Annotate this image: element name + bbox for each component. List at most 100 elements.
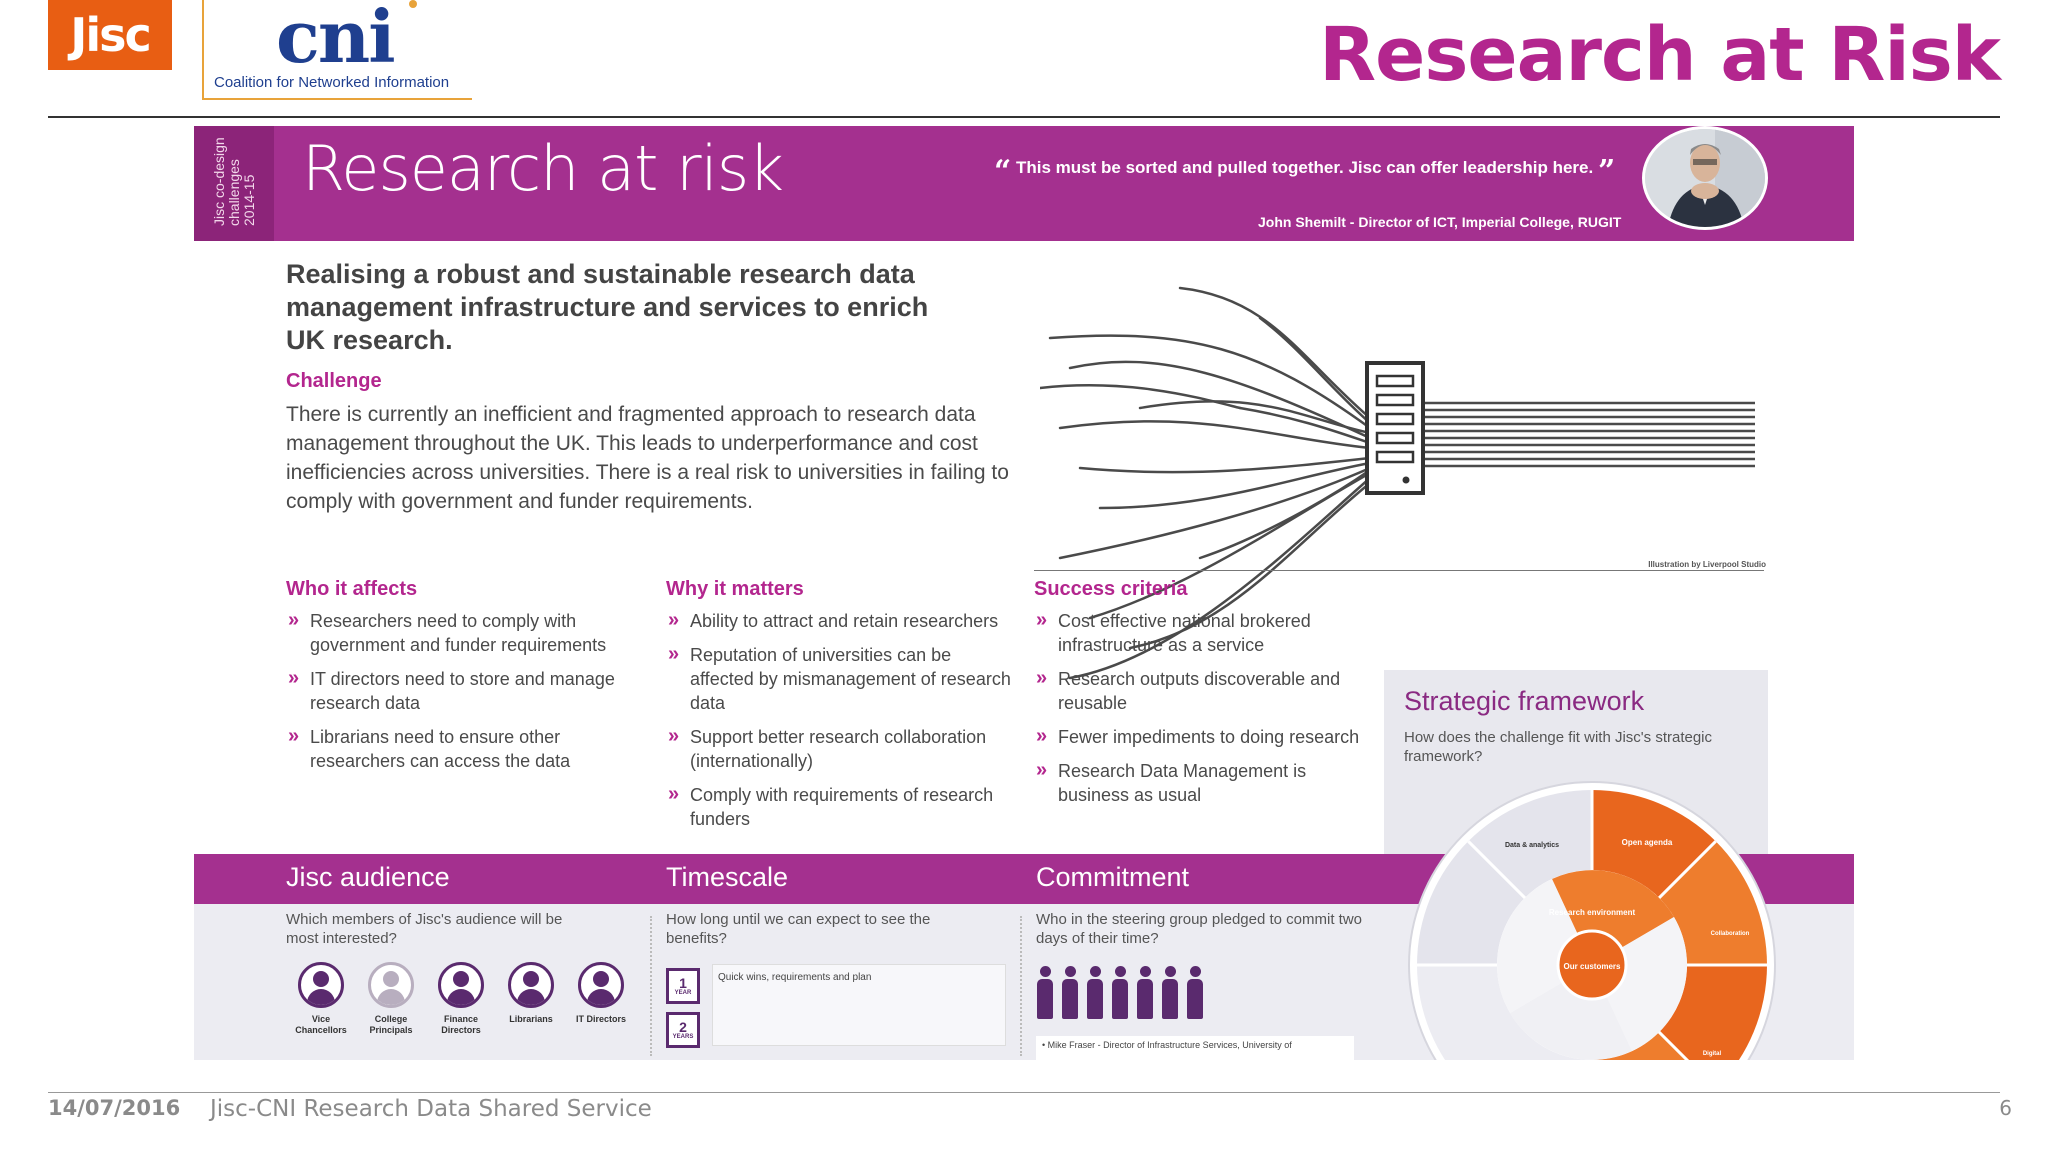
success-criteria-list: Cost effective national brokered infrast…	[1034, 608, 1374, 807]
lead-statement: Realising a robust and sustainable resea…	[286, 259, 929, 355]
timescale-subtitle: How long until we can expect to see the …	[666, 911, 931, 947]
calendar-unit: YEARS	[672, 1034, 694, 1040]
person-label: Finance Directors	[441, 1014, 481, 1035]
why-it-matters-heading: Why it matters	[666, 578, 804, 600]
wheel-center-label: Our customers	[1564, 962, 1621, 971]
footer-divider	[48, 1092, 2000, 1093]
footer-title: Jisc-CNI Research Data Shared Service	[210, 1096, 652, 1122]
jisc-logo: Jisc	[48, 0, 172, 70]
wheel-label: Collaboration	[1711, 931, 1750, 937]
cni-logo: cni Coalition for Networked Information	[202, 0, 472, 100]
vertical-tab: Jisc co-design challenges 2014-15	[194, 126, 274, 241]
person-label: College Principals	[369, 1014, 413, 1035]
who-it-affects-list: Researchers need to comply with governme…	[286, 608, 626, 773]
cni-logo-dot	[409, 0, 417, 8]
quote-text: This must be sorted and pulled together.…	[1016, 158, 1594, 177]
who-it-affects-heading: Who it affects	[286, 578, 418, 600]
list-item: Research outputs discoverable and reusab…	[1034, 666, 1374, 715]
quote-open-mark: “	[994, 154, 1012, 189]
commitment-heading: Commitment	[1036, 862, 1190, 892]
list-item: Fewer impediments to doing research	[1034, 724, 1374, 749]
column-divider	[1020, 916, 1022, 1056]
timescale-note-box	[712, 964, 1006, 1046]
calendar-icon-1-year: 1 YEAR	[666, 968, 700, 1004]
list-item: Researchers need to comply with governme…	[286, 608, 626, 657]
illustration-credit: Illustration by Liverpool Studio	[1648, 560, 1766, 569]
person-icon	[578, 962, 624, 1008]
calendar-icon-2-years: 2 YEARS	[666, 1012, 700, 1048]
list-item: Ability to attract and retain researcher…	[666, 608, 1016, 633]
audience-icons: Vice Chancellors College Principals Fina…	[286, 962, 626, 1052]
wheel-center	[1556, 929, 1628, 1001]
commitment-note: • Mike Fraser - Director of Infrastructu…	[1036, 1036, 1354, 1060]
quote-line: “ This must be sorted and pulled togethe…	[994, 154, 1615, 189]
footer-date: 14/07/2016	[48, 1096, 181, 1120]
who-it-affects-section: Who it affects Researchers need to compl…	[286, 578, 626, 783]
list-item: Comply with requirements of research fun…	[666, 782, 1016, 831]
person-icon	[298, 962, 344, 1008]
calendar-number: 2	[679, 1019, 687, 1035]
person-label: IT Directors	[575, 1014, 626, 1024]
list-item: Research Data Management is business as …	[1034, 758, 1374, 807]
illustration-divider	[1034, 570, 1764, 571]
wheel-label: Digital	[1703, 1051, 1722, 1057]
slide-title: Research at Risk	[1319, 12, 2001, 98]
portrait-illustration	[1645, 129, 1765, 227]
jisc-audience-subtitle: Which members of Jisc's audience will be…	[286, 911, 563, 947]
server-rack-icon	[1365, 361, 1425, 495]
person-figure-icon	[1086, 966, 1104, 1022]
strategic-framework-heading: Strategic framework	[1404, 686, 1645, 716]
list-item: Support better research collaboration (i…	[666, 724, 1016, 773]
person-figure-icon	[1111, 966, 1129, 1022]
person-icon	[508, 962, 554, 1008]
commitment-subtitle: Who in the steering group pledged to com…	[1036, 911, 1363, 947]
strategic-framework-wheel: Our customers Open agenda Research envir…	[1408, 781, 1776, 1060]
timescale-note: Quick wins, requirements and plan	[718, 972, 872, 983]
person-label: Vice Chancellors	[295, 1014, 347, 1035]
poster-title: Research at risk	[302, 132, 784, 205]
college-principals-person: College Principals	[356, 962, 426, 1036]
wheel-label: Open agenda	[1622, 838, 1673, 847]
vertical-tab-text: Jisc co-design challenges 2014-15	[211, 137, 257, 226]
poster-image: Jisc co-design challenges 2014-15 Resear…	[194, 126, 1854, 1060]
challenge-heading: Challenge	[286, 370, 382, 392]
person-figure-icon	[1036, 966, 1054, 1022]
librarians-person: Librarians	[496, 962, 566, 1025]
header-divider	[48, 116, 2000, 118]
calendar-unit: YEAR	[674, 990, 692, 996]
wheel-label: Data & analytics	[1505, 842, 1559, 849]
list-item: Librarians need to ensure other research…	[286, 724, 626, 773]
wheel-label: Research environment	[1549, 908, 1636, 917]
cni-logo-word: cni	[276, 0, 396, 79]
portrait-photo	[1642, 126, 1768, 230]
list-item: IT directors need to store and manage re…	[286, 666, 626, 715]
jisc-audience-heading: Jisc audience	[286, 862, 450, 892]
success-criteria-heading: Success criteria	[1034, 578, 1188, 600]
timescale-heading: Timescale	[666, 862, 789, 892]
person-icon	[438, 962, 484, 1008]
why-it-matters-list: Ability to attract and retain researcher…	[666, 608, 1016, 831]
why-it-matters-section: Why it matters Ability to attract and re…	[666, 578, 1016, 841]
person-figure-icon	[1161, 966, 1179, 1022]
strategic-framework-subtitle: How does the challenge fit with Jisc's s…	[1404, 729, 1713, 765]
person-figure-icon	[1136, 966, 1154, 1022]
it-directors-person: IT Directors	[566, 962, 636, 1025]
list-item: Reputation of universities can be affect…	[666, 642, 1016, 715]
quote-close-mark: ”	[1597, 154, 1616, 189]
person-figure-icon	[1186, 966, 1204, 1022]
quote-attribution: John Shemilt - Director of ICT, Imperial…	[1258, 214, 1622, 230]
cables-into-server-illustration	[1040, 286, 1755, 680]
calendar-number: 1	[679, 975, 687, 991]
challenge-text: There is currently an inefficient and fr…	[286, 403, 1009, 513]
vice-chancellors-person: Vice Chancellors	[286, 962, 356, 1036]
person-icon	[368, 962, 414, 1008]
page-number: 6	[1999, 1096, 2012, 1120]
success-criteria-section: Success criteria Cost effective national…	[1034, 578, 1374, 817]
finance-directors-person: Finance Directors	[426, 962, 496, 1036]
commitment-figures	[1036, 966, 1236, 1022]
poster-banner	[194, 126, 1854, 241]
person-figure-icon	[1061, 966, 1079, 1022]
person-label: Librarians	[509, 1014, 553, 1024]
list-item: Cost effective national brokered infrast…	[1034, 608, 1374, 657]
column-divider	[650, 916, 652, 1056]
